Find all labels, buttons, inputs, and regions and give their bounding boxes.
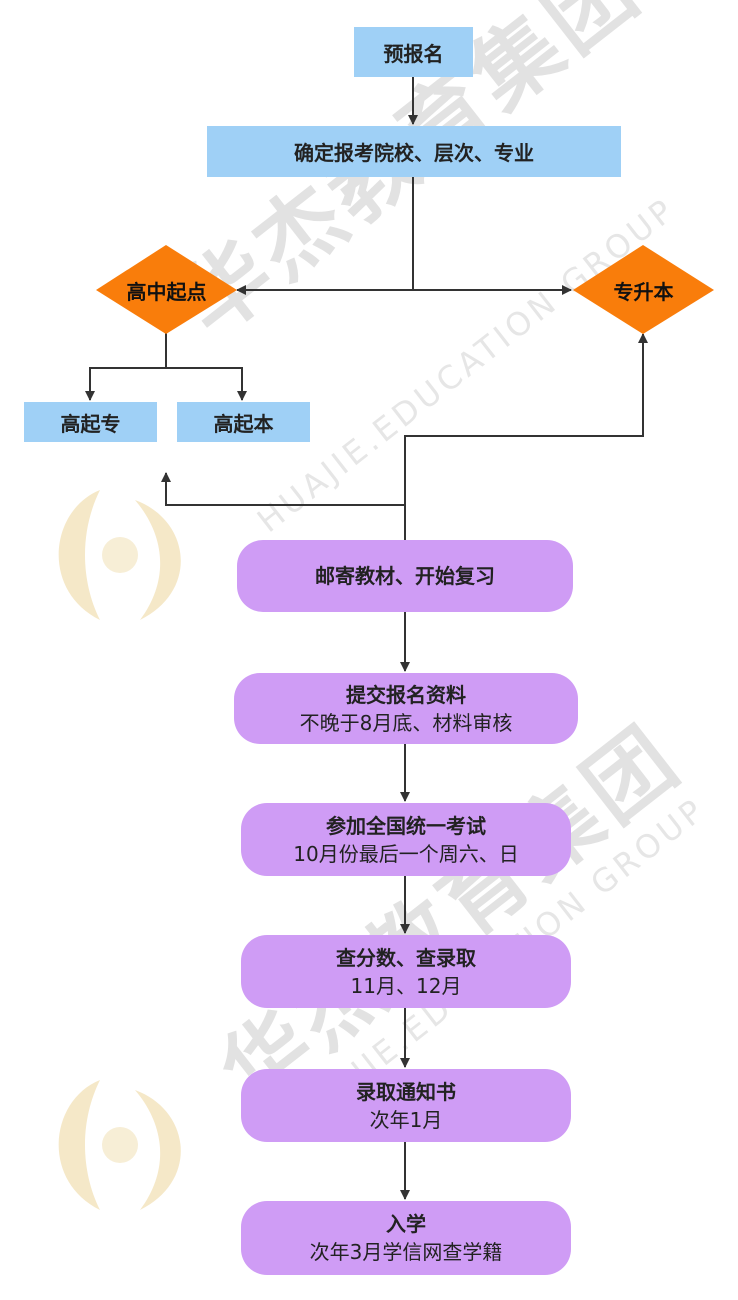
step-1-title: 邮寄教材、开始复习 [315, 564, 495, 588]
diamond-left [96, 245, 237, 334]
gaoqiben-box: 高起本 [177, 402, 310, 442]
step-6-sub: 次年3月学信网查学籍 [309, 1240, 503, 1264]
confirm-choice-label: 确定报考院校、层次、专业 [294, 141, 534, 165]
step-admission-letter: 录取通知书 次年1月 [241, 1069, 571, 1142]
connector-left-split-2 [166, 367, 247, 401]
upgrade-label: 专升本 [613, 279, 674, 304]
connector-step1-to-right-diamond [404, 333, 648, 540]
step-3-title: 参加全国统一考试 [326, 813, 486, 838]
step-national-exam: 参加全国统一考试 10月份最后一个周六、日 [241, 803, 571, 876]
step-4-sub: 11月、12月 [350, 973, 462, 998]
diamond-right [573, 245, 714, 334]
step-3-sub: 10月份最后一个周六、日 [293, 841, 519, 866]
step-check-scores: 查分数、查录取 11月、12月 [241, 935, 571, 1008]
diamond-right-label: 专升本 [573, 270, 714, 310]
connector-left-split [85, 333, 167, 401]
gaoqiben-label: 高起本 [213, 411, 274, 436]
pre-register-box: 预报名 [354, 27, 473, 77]
diamond-left-label: 高中起点 [96, 270, 237, 310]
step-4-title: 查分数、查录取 [336, 945, 476, 970]
confirm-choice-box: 确定报考院校、层次、专业 [207, 126, 621, 177]
gaoqizhuan-box: 高起专 [24, 402, 157, 442]
step-submit-materials: 提交报名资料 不晚于8月底、材料审核 [234, 673, 578, 744]
step-mail-textbooks: 邮寄教材、开始复习 [237, 540, 573, 612]
connector-step1-to-left [161, 472, 405, 506]
step-5-title: 录取通知书 [356, 1079, 456, 1104]
pre-register-label: 预报名 [383, 41, 444, 66]
step-2-title: 提交报名资料 [346, 682, 466, 707]
step-enrollment: 入学 次年3月学信网查学籍 [241, 1201, 571, 1275]
step-6-title: 入学 [386, 1212, 426, 1236]
step-2-sub: 不晚于8月底、材料审核 [299, 710, 513, 735]
gaoqizhuan-label: 高起专 [60, 411, 121, 436]
step-5-sub: 次年1月 [369, 1107, 443, 1132]
high-school-start-label: 高中起点 [126, 279, 207, 304]
